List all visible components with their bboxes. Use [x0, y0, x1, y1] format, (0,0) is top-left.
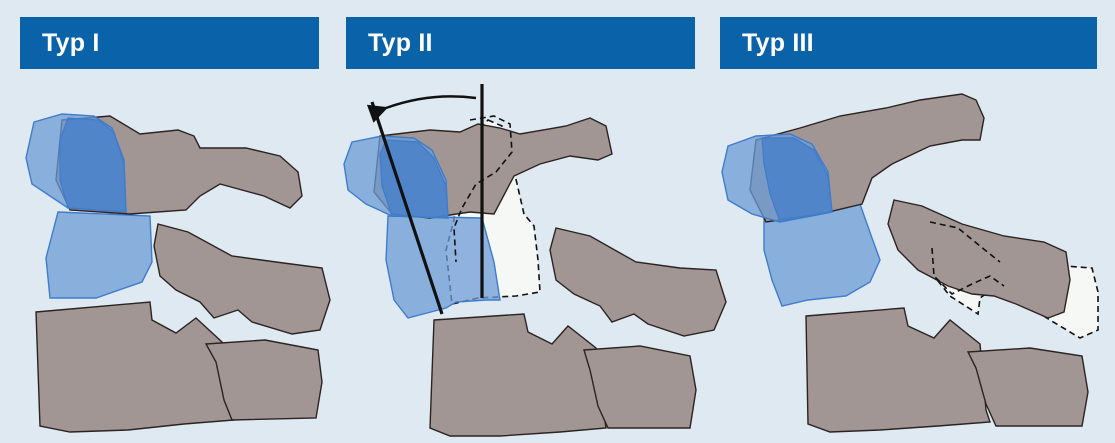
c2-body — [46, 212, 152, 298]
angle-arrow — [386, 96, 476, 108]
panel-typ-3-drawing — [722, 94, 1098, 432]
c2-posterior-elements — [154, 224, 330, 334]
panel-typ-2-drawing — [344, 84, 726, 436]
c3-vertebra — [806, 308, 990, 432]
panel-typ-1-drawing — [26, 114, 330, 432]
c2-posterior-elements — [550, 228, 726, 336]
c3-vertebra — [36, 302, 234, 432]
c3-vertebra — [430, 314, 606, 436]
